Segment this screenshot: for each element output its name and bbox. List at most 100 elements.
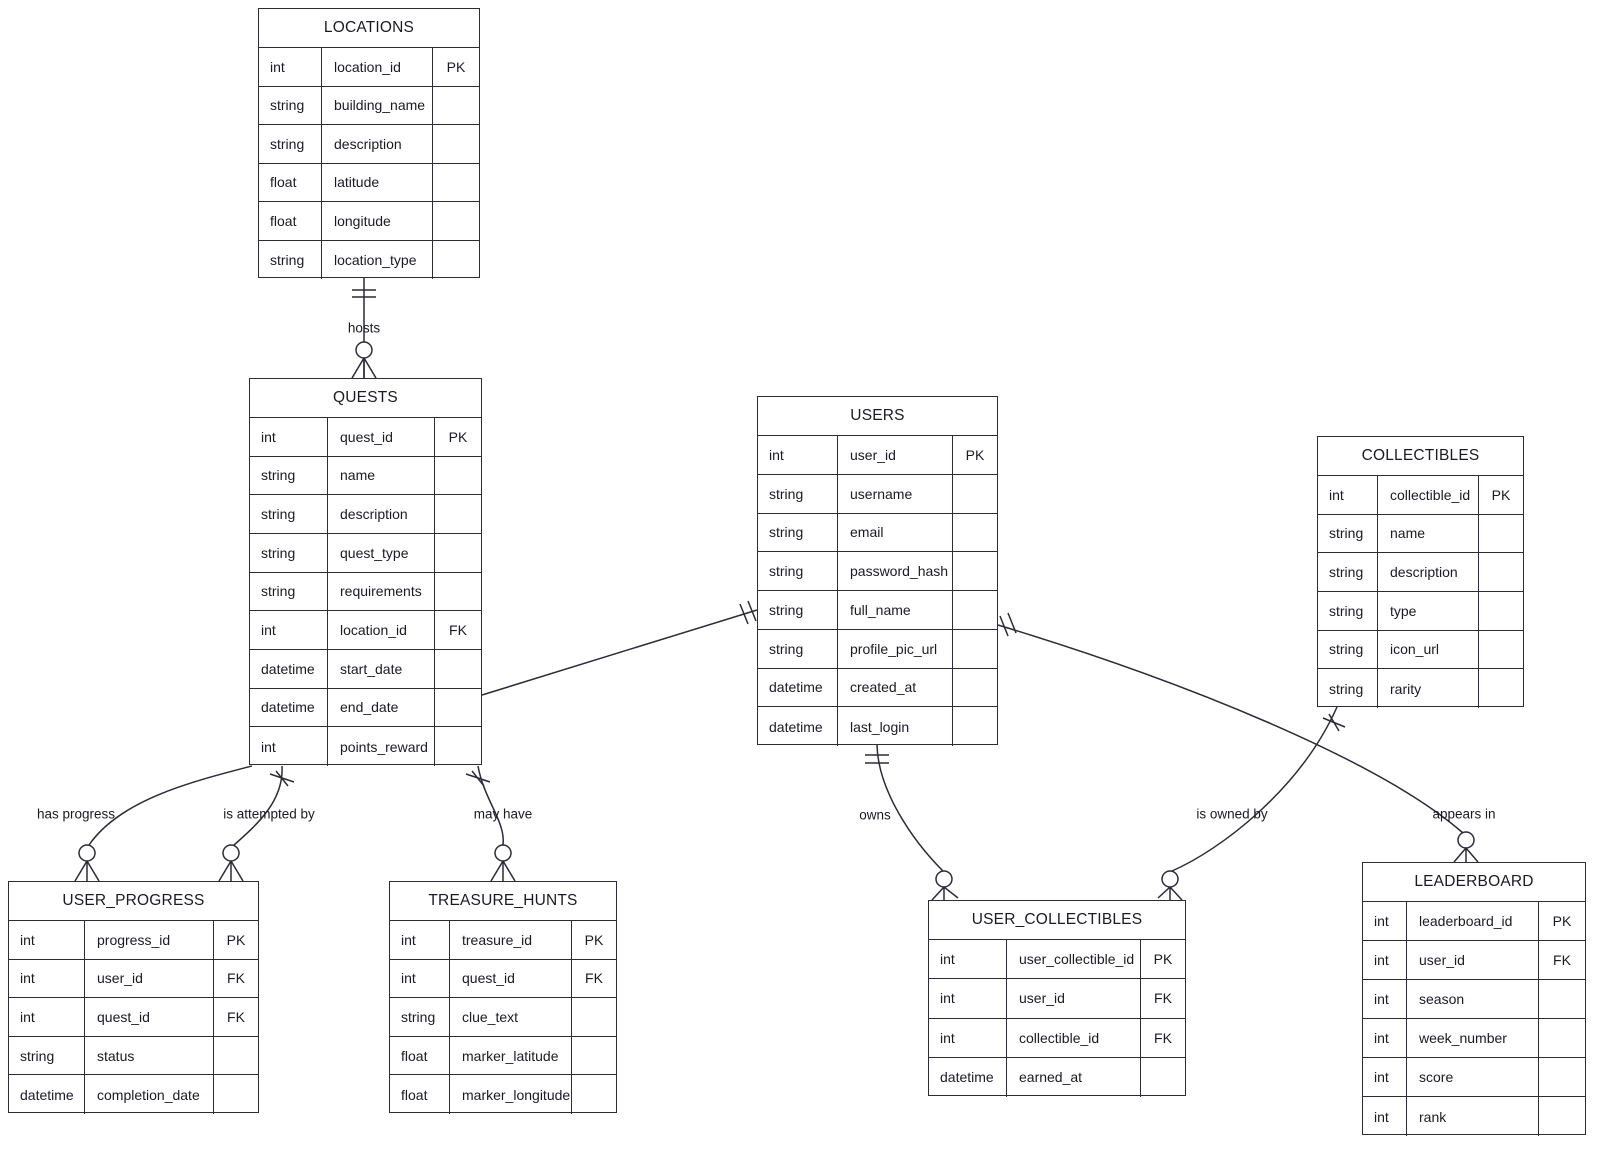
attribute-type: int [929,940,1007,979]
attribute-type: float [259,202,322,240]
entity-title: TREASURE_HUNTS [390,882,616,921]
attribute-key-badge [435,534,481,572]
attribute-name: longitude [322,202,433,240]
attribute-name: rank [1407,1097,1539,1136]
attribute-key-badge [433,87,479,125]
attribute-type: int [929,979,1007,1018]
attribute-key-badge [435,727,481,766]
attribute-key-badge: PK [1153,951,1173,968]
attribute-name: quest_id [328,418,435,456]
attribute-name: score [1407,1058,1539,1096]
attribute-type: int [1363,980,1407,1018]
attribute-type: int [1363,1019,1407,1057]
attribute-type: string [1318,591,1378,630]
attribute-name: building_name [322,86,433,124]
attribute-type: string [758,629,838,668]
attribute-key-badge [435,650,481,688]
attribute-key-badge [953,514,997,552]
attribute-type: int [250,727,328,766]
attribute-type: int [1363,941,1407,979]
attribute-type: int [929,1018,1007,1057]
attribute-type: datetime [250,688,328,727]
attribute-name: description [328,495,435,533]
attribute-name: description [1378,553,1479,591]
attribute-key-badge [433,241,479,280]
attribute-name: marker_longitude [450,1075,572,1114]
attribute-type: int [1318,476,1378,514]
attribute-name: start_date [328,649,435,688]
attribute-name: username [838,474,953,513]
attribute-type: string [758,552,838,590]
attribute-key-badge: PK [1552,913,1572,929]
attribute-key-badge: FK [449,622,467,639]
attribute-key-badge: FK [227,970,245,987]
attribute-name: collectible_id [1378,476,1479,514]
attribute-type: int [250,418,328,456]
attribute-key-badge [433,202,479,240]
attribute-name: status [85,1036,214,1075]
attribute-type: int [9,998,85,1036]
attribute-key-badge [435,495,481,533]
attribute-name: user_id [85,959,214,998]
relationship-line-is-attempted-by [218,765,295,882]
attribute-name: quest_id [85,998,214,1036]
attribute-name: completion_date [85,1075,214,1114]
attribute-key-badge [572,998,616,1036]
entity-title: COLLECTIBLES [1318,437,1523,476]
attribute-key-badge [953,669,997,707]
relationship-line-has-progress [74,765,253,882]
relationship-label-is-owned-by: is owned by [1196,806,1268,822]
attribute-type: int [390,959,450,998]
attribute-type: int [259,48,322,86]
attribute-name: quest_type [328,533,435,572]
attribute-name: location_type [322,240,433,279]
relationship-line-owns [865,744,959,901]
attribute-type: int [1363,1058,1407,1096]
attribute-type: string [390,998,450,1036]
relationship-label-hosts: hosts [347,320,381,336]
attribute-name: clue_text [450,998,572,1036]
attribute-key-badge [433,164,479,202]
attribute-name: treasure_id [450,921,572,959]
attribute-type: int [758,436,838,474]
attribute-key-badge [1479,515,1523,553]
attribute-type: string [9,1036,85,1075]
relationship-label-owns: owns [859,807,891,823]
attribute-type: string [1318,553,1378,591]
attribute-name: icon_url [1378,630,1479,669]
attribute-name: week_number [1407,1019,1539,1057]
attribute-type: datetime [9,1075,85,1114]
attribute-key-badge [572,1037,616,1075]
attribute-type: int [9,921,85,959]
attribute-name: type [1378,591,1479,630]
attribute-key-badge [1539,1097,1585,1136]
attribute-key-badge [953,552,997,590]
